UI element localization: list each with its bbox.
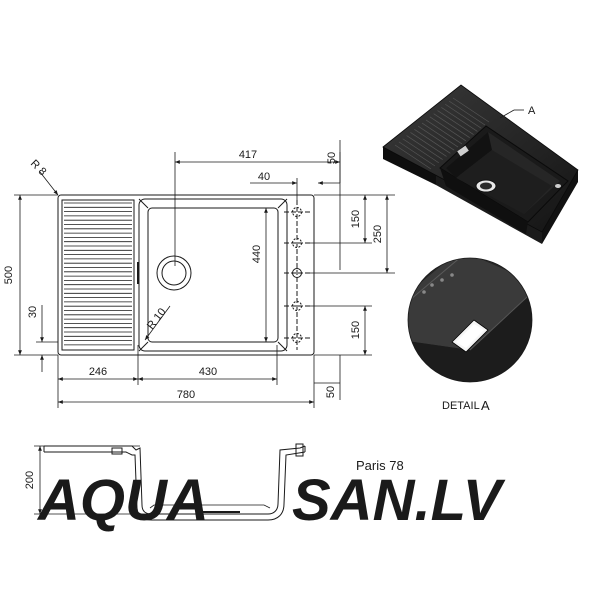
- drainboard-rib-3d: [410, 132, 447, 157]
- drainboard-rib-3d: [437, 110, 474, 135]
- sink-3d-render: A: [382, 84, 579, 244]
- bowl-inner: [147, 207, 279, 343]
- watermark-san: SAN.LV: [292, 468, 506, 533]
- drainboard-rib-3d: [394, 144, 432, 170]
- dim-200: 200: [24, 471, 36, 489]
- dim-150-bottom: 150: [350, 321, 362, 339]
- dim-30: 30: [27, 306, 39, 318]
- drain-inner: [161, 260, 187, 286]
- drainboard-rib-3d: [421, 122, 459, 148]
- drainboard-rib-3d: [445, 103, 482, 129]
- drainboard-rib-3d: [452, 97, 490, 123]
- drainboard-rib-3d: [406, 135, 443, 160]
- detail-caption-letter: A: [481, 398, 490, 413]
- drain-outer: [156, 255, 192, 291]
- drainboard-rib-3d: [414, 129, 451, 154]
- dim-40: 40: [258, 171, 270, 183]
- detail-a-view: DETAIL A: [407, 257, 533, 413]
- detail-callout-label: A: [528, 105, 536, 117]
- drainboard-rib-3d: [429, 116, 466, 142]
- detail-caption: DETAIL: [442, 400, 480, 412]
- drainboard-rib-3d: [402, 138, 439, 164]
- drainboard-rib-3d: [433, 113, 470, 138]
- drainboard-rib-3d: [448, 100, 486, 126]
- dimension-lines: [14, 140, 395, 408]
- dim-50-bottom: 50: [325, 386, 337, 398]
- dim-r8: R 8: [28, 158, 49, 179]
- dim-150-top: 150: [350, 210, 362, 228]
- watermark-aqua: AQUA: [36, 468, 209, 533]
- dim-430: 430: [199, 366, 217, 378]
- dim-417: 417: [239, 149, 257, 161]
- dim-50-top: 50: [326, 152, 338, 164]
- drainboard-area: [61, 199, 135, 351]
- tap-hole-markers: [284, 200, 310, 350]
- dim-246: 246: [89, 366, 107, 378]
- dim-440: 440: [251, 245, 263, 263]
- dim-250: 250: [372, 225, 384, 243]
- drainboard-rib-3d: [398, 141, 436, 167]
- side-dimension-lines: [34, 445, 150, 515]
- bowl-outer: [138, 198, 288, 352]
- side-section-view: [43, 443, 306, 521]
- drainboard-rib-3d: [441, 107, 478, 132]
- drainboard-rib-3d: [425, 119, 463, 145]
- dim-780: 780: [177, 389, 195, 401]
- top-view: [57, 194, 315, 356]
- drainboard-rib-3d: [418, 125, 455, 151]
- product-name: Paris 78: [356, 458, 404, 473]
- watermark: AQUA SAN.LV: [36, 468, 506, 533]
- dim-500: 500: [3, 266, 15, 284]
- drainboard-ribs: [64, 202, 132, 346]
- sink-outline: [57, 194, 315, 356]
